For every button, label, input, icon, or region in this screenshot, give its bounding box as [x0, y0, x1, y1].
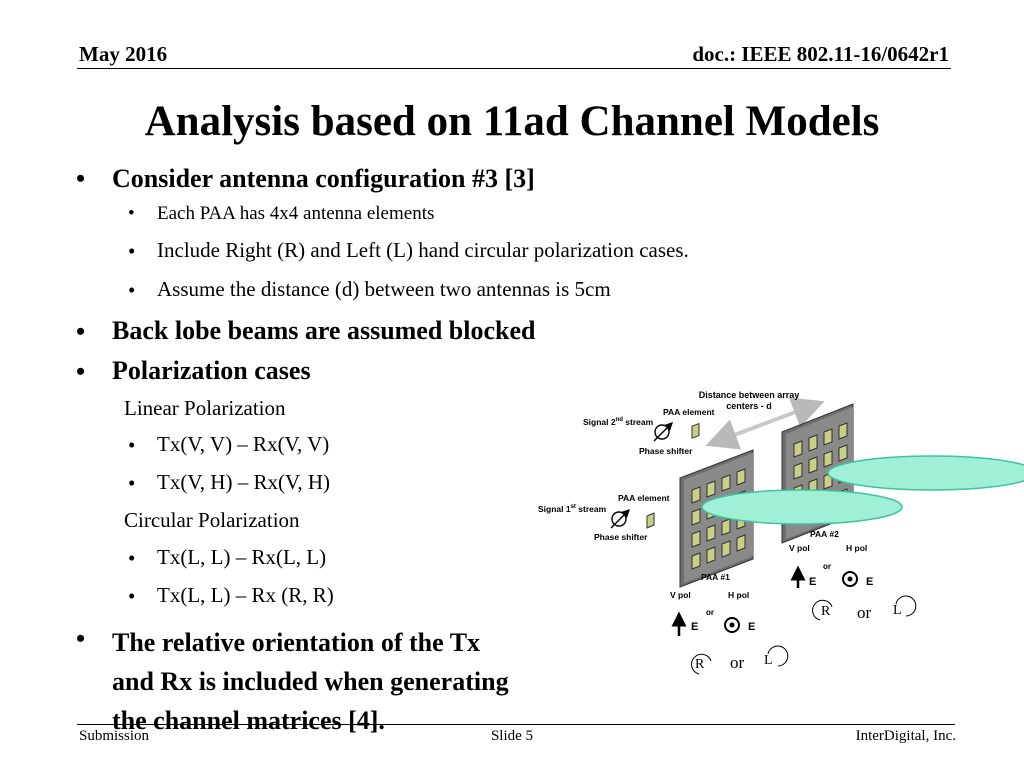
paa-element-label-2: PAA element [663, 407, 715, 417]
bullet-marker [76, 317, 106, 347]
distance-label-2: centers - d [726, 401, 772, 411]
paa-2-r-circle-icon [812, 599, 833, 621]
sub-bullet-polarization: Include Right (R) and Left (L) hand circ… [157, 238, 689, 262]
phase-shifter-2-icon [654, 424, 670, 440]
paa-2-or-small: or [823, 562, 831, 571]
sub-bullet-marker [128, 239, 135, 264]
sub-bullet-marker [128, 203, 135, 225]
paa-2-antenna-element [808, 456, 818, 474]
header-doc-id: doc.: IEEE 802.11-16/0642r1 [692, 42, 949, 66]
footer-slide-number: Slide 5 [490, 728, 534, 744]
distance-arrow [705, 397, 825, 450]
signal-1-label: Signal 1st stream [538, 504, 607, 514]
orientation-line-1: The relative orientation of the Tx [112, 628, 481, 657]
footer-company: InterDigital, Inc. [855, 728, 956, 744]
phase-shifter-2-arrow [653, 422, 673, 442]
paa-2-r-label: R [821, 604, 831, 619]
sub-bullet-marker [128, 433, 135, 458]
paa-1-antenna-element [736, 534, 746, 552]
paa-1-l-circle-icon [767, 645, 789, 667]
orientation-line-3: the channel matrices [4]. [112, 706, 385, 735]
paa-2-l-label: L [893, 603, 902, 618]
bullet-marker [76, 164, 106, 194]
paa-2-h-dot-icon [842, 571, 858, 587]
paa-1-antenna-element [736, 468, 746, 486]
paa-2-antenna-element [793, 462, 803, 480]
circular-item-ll: Tx(L, L) – Rx(L, L) [157, 545, 327, 569]
paa-1-antenna-element [691, 508, 701, 526]
linear-item-vh: Tx(V, H) – Rx(V, H) [157, 470, 331, 494]
paa-2-v-pol: V pol [789, 543, 810, 553]
sub-bullet-marker [128, 278, 135, 303]
signal-2-label: Signal 2nd stream [583, 417, 654, 427]
paa-1-l-label: L [764, 653, 773, 668]
paa-1-h-dot-center [729, 622, 735, 628]
paa-1-antenna-element [706, 524, 716, 542]
paa-1-r-label: R [695, 657, 705, 672]
paa-2-h-pol: H pol [846, 543, 867, 553]
paa-1-v-pol: V pol [670, 590, 691, 600]
antenna-diagram: Distance between array centers - d Signa… [538, 390, 1024, 675]
paa-1-h-dot-icon [724, 617, 740, 633]
circular-item-rr: Tx(L, L) – Rx (R, R) [157, 583, 334, 607]
distance-label-1: Distance between array [699, 390, 800, 400]
phase-shifter-1-label: Phase shifter [594, 532, 648, 542]
sub-bullet-marker [128, 546, 135, 571]
paa-2-h-dot-center [847, 576, 853, 582]
paa-element-label-1: PAA element [618, 493, 670, 503]
phase-shifter-1-icon [611, 511, 627, 527]
bullet-antenna-config: Consider antenna configuration #3 [3] [112, 164, 535, 193]
paa-2-e-h: E [866, 576, 873, 588]
paa-2-or-large: or [857, 603, 872, 622]
sub-bullet-distance: Assume the distance (d) between two ante… [157, 277, 611, 301]
paa-1-h-pol: H pol [728, 590, 749, 600]
linear-item-vv: Tx(V, V) – Rx(V, V) [157, 432, 330, 456]
paa-2-e-v: E [809, 576, 816, 588]
phase-shifter-2-label: Phase shifter [639, 446, 693, 456]
bullet-marker [76, 357, 106, 387]
phase-shifter-1-arrow [610, 509, 630, 529]
sub-bullet-marker [128, 471, 135, 496]
paa-2-l-circle-icon [895, 595, 917, 617]
paa-element-2-icon [691, 422, 700, 439]
paa-2-label: PAA #2 [810, 529, 839, 539]
paa-2-antenna-element [838, 444, 848, 462]
paa-2-antenna-element [808, 434, 818, 452]
paa-1-antenna-element [691, 530, 701, 548]
paa-1-antenna-element [721, 540, 731, 558]
bullet-polarization-cases: Polarization cases [112, 356, 311, 385]
paa-1-antenna-element [706, 480, 716, 498]
footer-rule [77, 724, 955, 725]
paa-1-label: PAA #1 [701, 572, 730, 582]
sub-bullet-marker [128, 584, 135, 609]
bullet-marker [76, 624, 106, 654]
sub-bullet-elements: Each PAA has 4x4 antenna elements [157, 203, 435, 224]
highlight-ellipse-lower [701, 489, 903, 525]
linear-polarization-heading: Linear Polarization [124, 396, 286, 420]
circular-polarization-heading: Circular Polarization [124, 508, 300, 532]
slide-title: Analysis based on 11ad Channel Models [144, 98, 880, 145]
paa-2-antenna-element [793, 440, 803, 458]
paa-1-antenna-element [721, 518, 731, 536]
orientation-line-2: and Rx is included when generating [112, 667, 509, 696]
paa-2-antenna-element [838, 422, 848, 440]
paa-2-antenna-element [823, 450, 833, 468]
paa-1-or-small: or [706, 608, 714, 617]
bullet-relative-orientation: The relative orientation of the Tx and R… [112, 623, 509, 740]
highlight-ellipse-upper [827, 455, 1024, 491]
paa-2-antenna-element [823, 428, 833, 446]
header-rule [77, 68, 951, 69]
footer-submission: Submission [79, 728, 150, 744]
bullet-back-lobe: Back lobe beams are assumed blocked [112, 316, 536, 345]
paa-1-antenna-element [691, 552, 701, 570]
paa-1-antenna-element [721, 474, 731, 492]
paa-element-1-icon [646, 512, 655, 529]
header-date: May 2016 [79, 42, 168, 66]
paa-1-antenna-element [691, 486, 701, 504]
paa-1-e-v: E [691, 621, 698, 633]
paa-1-r-circle-icon [691, 653, 712, 675]
paa-1-antenna-element [706, 546, 716, 564]
paa-1-e-h: E [748, 621, 755, 633]
paa-1-or-large: or [730, 653, 745, 672]
